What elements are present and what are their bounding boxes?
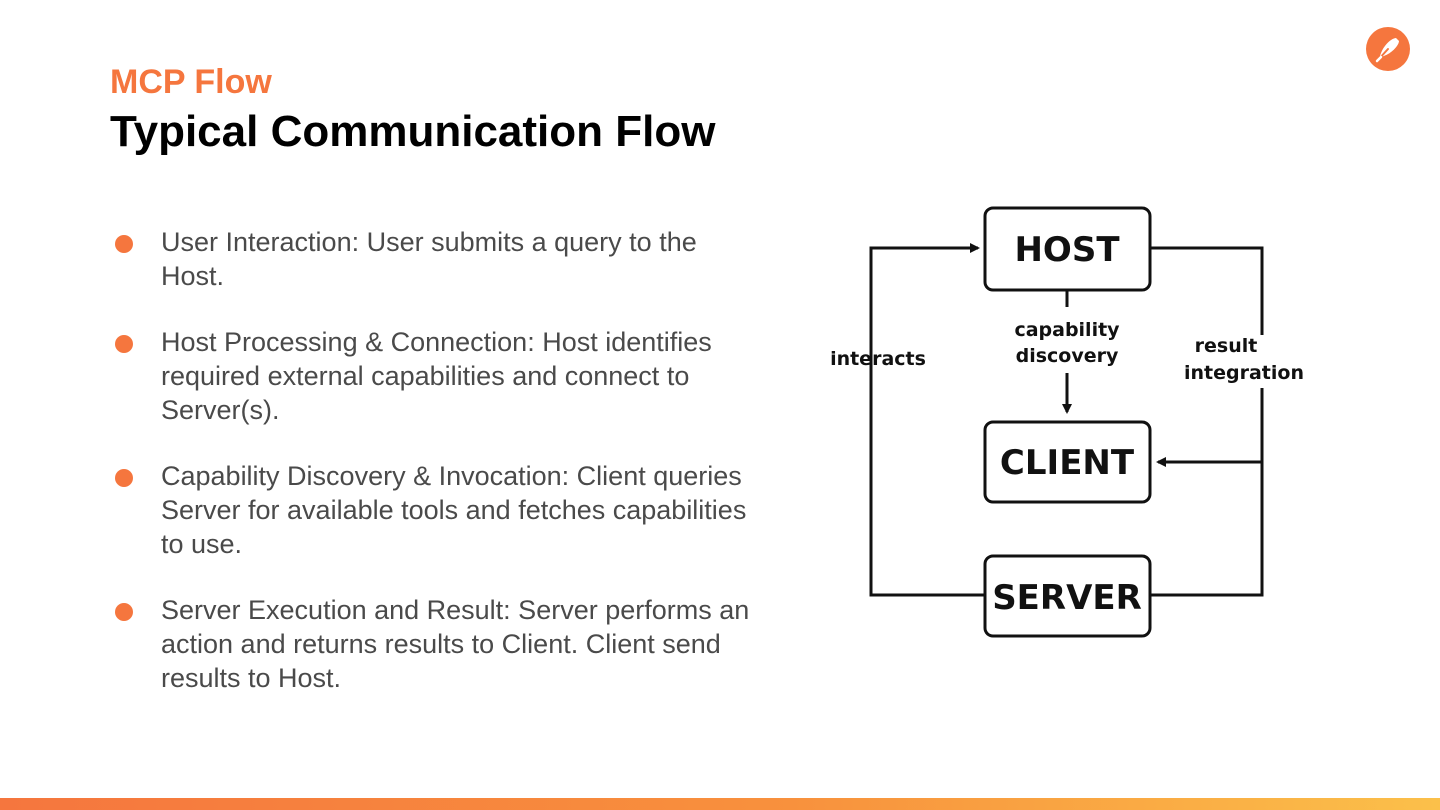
bullet-text: Capability Discovery & Invocation: Clien… xyxy=(161,461,747,559)
logo xyxy=(1366,27,1410,71)
flow-diagram: HOST CLIENT SERVER interacts capability … xyxy=(830,206,1304,638)
interacts-label: interacts xyxy=(830,348,926,370)
feather-pen-icon xyxy=(1375,38,1399,63)
edge-interacts xyxy=(869,243,985,597)
bullet-item-user-interaction: User Interaction: User submits a query t… xyxy=(110,225,750,293)
client-node-label: CLIENT xyxy=(1000,443,1135,483)
bullet-dot-icon xyxy=(115,235,133,253)
bullet-dot-icon xyxy=(115,603,133,621)
bullet-text: Server Execution and Result: Server perf… xyxy=(161,595,750,693)
bullet-item-server-execution: Server Execution and Result: Server perf… xyxy=(110,593,750,695)
section-eyebrow: MCP Flow xyxy=(110,63,272,101)
capability-discovery-label-line2: discovery xyxy=(1016,345,1119,367)
bullet-text: Host Processing & Connection: Host ident… xyxy=(161,327,712,425)
bullet-list: User Interaction: User submits a query t… xyxy=(110,225,750,727)
bullet-dot-icon xyxy=(115,469,133,487)
result-integration-label-line2: integration xyxy=(1184,362,1304,384)
server-node-box xyxy=(983,554,1152,638)
bullet-item-host-processing: Host Processing & Connection: Host ident… xyxy=(110,325,750,427)
server-node-label: SERVER xyxy=(992,578,1142,618)
bullet-dot-icon xyxy=(115,335,133,353)
result-integration-label-line1: result xyxy=(1195,335,1258,357)
capability-discovery-label-line1: capability xyxy=(1014,319,1120,341)
bullet-item-capability-discovery: Capability Discovery & Invocation: Clien… xyxy=(110,459,750,561)
host-node-label: HOST xyxy=(1014,230,1120,270)
page-title: Typical Communication Flow xyxy=(110,107,716,156)
edge-result-integration-lower xyxy=(1150,388,1264,597)
edge-result-integration-upper xyxy=(1150,246,1264,335)
host-node-box xyxy=(983,206,1152,292)
footer-accent-bar xyxy=(0,798,1440,810)
bullet-text: User Interaction: User submits a query t… xyxy=(161,227,697,291)
client-node-box xyxy=(983,420,1152,504)
